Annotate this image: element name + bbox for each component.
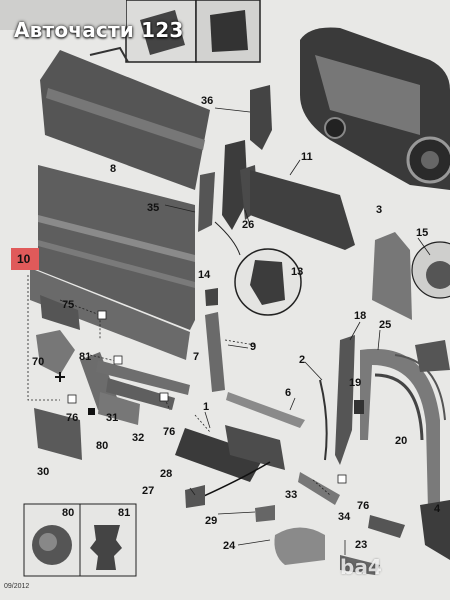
pillar-18-shape [335,335,355,465]
strip-76-shape [368,515,405,538]
inset-label-80: 80 [62,507,74,519]
wire-2-shape [319,379,328,461]
callout-lines [164,107,431,555]
callout-11: 11 [301,151,313,163]
callout-10-highlight: 10 [11,248,39,270]
inset-label-81: 81 [118,507,130,519]
callout-7: 7 [193,351,199,363]
inset-fasteners: 80 81 [23,503,137,577]
callout-30: 30 [37,466,49,478]
callout-24: 24 [223,540,236,552]
callout-2: 2 [299,354,305,366]
callout-20: 20 [395,435,407,447]
wheel-arch [360,340,450,510]
sill-strips [96,360,190,425]
callout-26: 26 [242,219,254,231]
callout-29: 29 [205,515,217,527]
callout-4: 4 [434,503,441,515]
marker-squares [67,310,347,484]
callout-18: 18 [354,310,366,322]
callout-36: 36 [201,95,213,107]
callout-6: 6 [285,387,291,399]
shop-name-overlay: Авточасти 123 [14,18,184,42]
callout-76-mid: 76 [163,426,175,438]
callout-76-left: 76 [66,412,78,424]
callout-9: 9 [250,341,256,353]
strip-6-shape [226,392,305,428]
callout-81: 81 [79,351,91,363]
callout-8: 8 [110,163,116,175]
van-silhouette [300,27,450,190]
strip-9-shape [205,312,225,392]
watermark-logo: ba4 [340,555,382,579]
detail-circle-15 [411,241,450,299]
clip-19-shape [354,400,364,414]
callout-3: 3 [376,204,382,216]
callout-70: 70 [32,356,44,368]
date-code: 09/2012 [4,583,30,590]
upper-side-panel [40,46,210,190]
clip-14-shape [205,288,218,306]
callout-34: 34 [338,511,351,523]
detail-circle-13 [214,221,302,316]
part-3-shape [372,232,412,320]
side-panel-8 [30,165,195,360]
callout-28: 28 [160,468,172,480]
callout-33: 33 [285,489,297,501]
callout-75: 75 [62,299,74,311]
strip-34-shape [298,472,340,505]
callout-80: 80 [96,440,108,452]
callout-25: 25 [379,319,391,331]
callout-32: 32 [132,432,144,444]
panel-11-shape [250,170,355,250]
callout-76-right: 76 [357,500,369,512]
callout-13: 13 [291,266,303,278]
callout-15: 15 [416,227,428,239]
grommet-81-icon [90,525,122,570]
callout-1: 1 [203,401,209,413]
callout-14: 14 [198,269,211,281]
callout-23: 23 [355,539,367,551]
callout-35: 35 [147,202,159,214]
part-4-shape [420,500,450,560]
callout-31: 31 [106,412,118,424]
callout-19: 19 [349,377,361,389]
inset-thumbnails-top [0,0,261,63]
lower-clips [185,485,380,575]
callout-27: 27 [142,485,154,497]
callout-10: 10 [17,252,31,266]
